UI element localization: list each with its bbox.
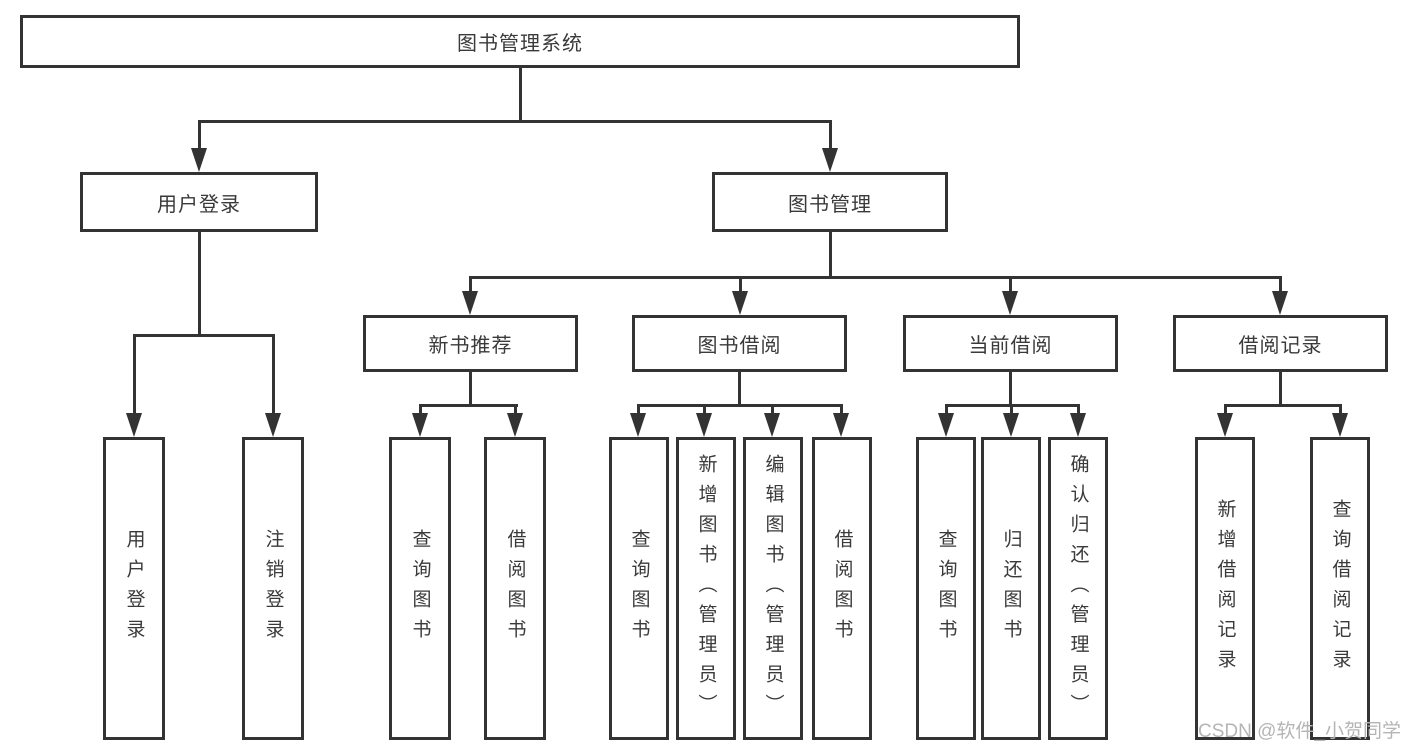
- node-label: 用户登录: [157, 193, 241, 216]
- node-label: 图书借阅: [697, 335, 782, 357]
- connector-leaf-stub: [636, 404, 640, 416]
- connector-to-leaf-logout: [271, 334, 275, 416]
- connector-user-login-stem: [197, 232, 201, 337]
- connector-leaf-stub: [839, 404, 843, 416]
- connector-leaf-stub: [770, 404, 774, 416]
- arrowhead-leaf: [1070, 413, 1086, 437]
- connector-borrow-records-bus: [1223, 404, 1342, 407]
- arrowhead-leaf: [1217, 413, 1233, 437]
- connector-to-leaf-login: [132, 334, 136, 416]
- node-label: 确认归还（管理员）: [1067, 453, 1089, 724]
- node-label: 当前借阅: [968, 335, 1053, 357]
- node-label: 编辑图书（管理员）: [762, 453, 784, 724]
- node-user-login: 用户登录: [80, 172, 318, 232]
- arrowhead-current-borrow: [1002, 291, 1018, 315]
- arrowhead-leaf: [696, 413, 712, 437]
- node-label: 查询图书: [409, 528, 431, 649]
- leaf-logout: 注销登录: [242, 437, 304, 740]
- node-label: 图书管理: [788, 193, 872, 216]
- node-label: 图书管理系统: [457, 33, 583, 55]
- arrowhead-leaf: [412, 413, 428, 437]
- leaf-cb-return-books: 归还图书: [981, 437, 1041, 740]
- node-current-borrow: 当前借阅: [903, 315, 1118, 372]
- leaf-bb-add-books-admin: 新增图书（管理员）: [676, 437, 736, 740]
- csdn-watermark: CSDN @软件_小贺同学: [1198, 721, 1401, 742]
- connector-to-book-mgmt: [828, 120, 832, 154]
- connector-leaf-stub: [1223, 404, 1227, 416]
- node-library-system: 图书管理系统: [20, 15, 1020, 68]
- arrowhead-leaf: [833, 413, 849, 437]
- leaf-user-login: 用户登录: [103, 437, 165, 740]
- connector-leaf-stub: [513, 404, 517, 416]
- arrowhead-book-mgmt: [822, 148, 838, 172]
- arrowhead-leaf: [630, 413, 646, 437]
- arrowhead-leaf-logout: [265, 413, 281, 437]
- node-label: 用户登录: [123, 528, 145, 649]
- connector-book-borrow-bus: [636, 404, 843, 407]
- leaf-bb-edit-books-admin: 编辑图书（管理员）: [743, 437, 803, 740]
- node-label: 新增图书（管理员）: [695, 453, 717, 724]
- connector-leaf-stub: [702, 404, 706, 416]
- arrowhead-leaf: [1332, 413, 1348, 437]
- arrowhead-borrow-records: [1272, 291, 1288, 315]
- connector-leaf-stub: [944, 404, 948, 416]
- leaf-rec-query-books: 查询图书: [389, 437, 451, 740]
- node-borrow-records: 借阅记录: [1173, 315, 1388, 372]
- connector-root-stem: [518, 67, 522, 120]
- arrowhead-leaf: [938, 413, 954, 437]
- connector-user-login-bus: [132, 334, 275, 337]
- node-label: 新书推荐: [428, 335, 513, 357]
- node-label: 借阅图书: [831, 528, 853, 649]
- connector-book-mgmt-stem: [828, 232, 832, 279]
- connector-new-book-rec-stem: [469, 372, 472, 407]
- arrowhead-leaf: [507, 413, 523, 437]
- node-label: 新增借阅记录: [1214, 498, 1236, 679]
- connector-book-mgmt-bus: [468, 276, 1282, 279]
- connector-to-user-login: [197, 120, 201, 154]
- connector-to-borrow-records: [1278, 276, 1282, 294]
- connector-book-borrow-stem: [738, 372, 741, 407]
- node-label: 归还图书: [1000, 528, 1022, 649]
- arrowhead-leaf: [1003, 413, 1019, 437]
- node-label: 查询借阅记录: [1329, 498, 1351, 679]
- arrowhead-leaf: [764, 413, 780, 437]
- connector-current-borrow-stem: [1009, 372, 1012, 407]
- node-book-mgmt: 图书管理: [712, 172, 948, 232]
- node-label: 借阅记录: [1238, 335, 1323, 357]
- arrowhead-leaf-login: [126, 413, 142, 437]
- leaf-br-query-record: 查询借阅记录: [1310, 437, 1370, 740]
- leaf-cb-query-books: 查询图书: [916, 437, 976, 740]
- node-book-borrow: 图书借阅: [632, 315, 847, 372]
- connector-borrow-records-stem: [1279, 372, 1282, 407]
- arrowhead-new-book-rec: [462, 291, 478, 315]
- connector-to-book-borrow: [738, 276, 742, 294]
- leaf-rec-borrow-books: 借阅图书: [484, 437, 546, 740]
- arrowhead-book-borrow: [732, 291, 748, 315]
- connector-new-book-rec-bus: [418, 404, 518, 407]
- connector-leaf-stub: [1076, 404, 1080, 416]
- connector-leaf-stub: [418, 404, 422, 416]
- leaf-cb-confirm-return-admin: 确认归还（管理员）: [1048, 437, 1108, 740]
- arrowhead-user-login: [191, 148, 207, 172]
- connector-root-bus: [197, 120, 832, 123]
- connector-to-current-borrow: [1008, 276, 1012, 294]
- node-label: 查询图书: [628, 528, 650, 649]
- connector-leaf-stub: [1009, 404, 1013, 416]
- leaf-br-add-record: 新增借阅记录: [1195, 437, 1255, 740]
- node-new-book-rec: 新书推荐: [363, 315, 578, 372]
- node-label: 注销登录: [262, 528, 284, 649]
- leaf-bb-borrow-books: 借阅图书: [812, 437, 872, 740]
- leaf-bb-query-books: 查询图书: [609, 437, 669, 740]
- connector-to-new-book-rec: [468, 276, 472, 294]
- node-label: 借阅图书: [504, 528, 526, 649]
- node-label: 查询图书: [935, 528, 957, 649]
- connector-leaf-stub: [1338, 404, 1342, 416]
